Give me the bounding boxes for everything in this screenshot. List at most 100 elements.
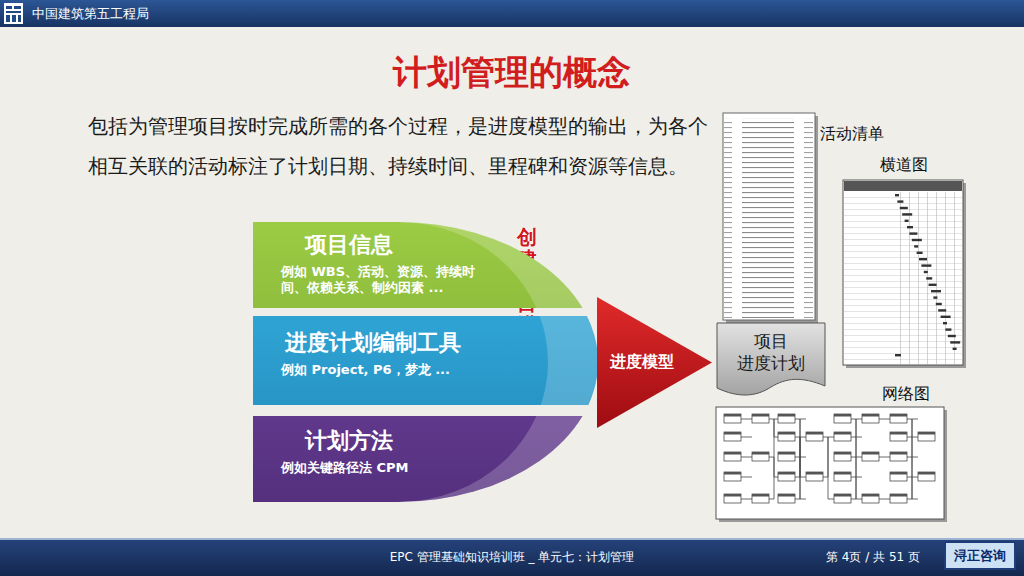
gantt-bar [945, 328, 951, 330]
network-box [890, 452, 907, 461]
network-box [724, 472, 741, 481]
network-box [806, 472, 823, 481]
info-band: 项目信息例如 WBS、活动、资源、持续时间、依赖关系、制约因素 ... [253, 222, 600, 308]
tool-band: 进度计划编制工具例如 Project, P6，梦龙 ... [253, 316, 600, 405]
gantt-bar [921, 264, 931, 266]
network-box-head [778, 494, 795, 497]
gantt-bar [895, 194, 899, 196]
network-box-head [724, 432, 741, 435]
gantt-bar [924, 271, 928, 273]
network-link [795, 419, 806, 457]
network-box [778, 432, 795, 441]
network-box [724, 432, 741, 441]
page-number: 第 4页 / 共 51 页 [826, 549, 920, 566]
network-box-head [752, 452, 769, 455]
network-box-head [778, 414, 795, 417]
gantt-bar [909, 232, 917, 234]
gantt-bar [914, 245, 918, 247]
network-link [879, 419, 890, 420]
network-link [851, 419, 862, 499]
network-box-head [918, 472, 935, 475]
network-box-head [890, 432, 907, 435]
network-box-head [724, 414, 741, 417]
network-box-head [890, 472, 907, 475]
network-box [834, 472, 851, 481]
gantt-bar [950, 341, 960, 343]
network-box-head [834, 432, 851, 435]
network-link [851, 419, 862, 437]
network-box-head [724, 494, 741, 497]
network-box-head [724, 452, 741, 455]
band-fill [253, 416, 598, 502]
gantt-bar [926, 277, 932, 279]
network-box [918, 472, 935, 481]
network-box-head [724, 472, 741, 475]
network-box [752, 414, 769, 423]
brand-text: 浔正咨询 [954, 547, 1006, 565]
gantt-bar [912, 239, 922, 241]
network-box-head [890, 414, 907, 417]
network-link [795, 457, 806, 499]
image-caption: 网络图 [882, 384, 930, 405]
image-caption: 横道图 [880, 155, 928, 176]
network-link [823, 437, 834, 477]
intro-paragraph: 包括为管理项目按时完成所需的各个过程，是进度模型的输出，为各个相互关联的活动标注… [88, 106, 720, 186]
network-link [795, 437, 806, 499]
band-fill [253, 316, 598, 405]
network-box [862, 494, 879, 503]
network-link [907, 419, 918, 437]
arrow-shape: 进度模型 [597, 297, 712, 428]
gantt-bar [897, 200, 903, 202]
footer-bar [0, 540, 1024, 576]
network-link [907, 477, 918, 499]
top-bar [0, 0, 1024, 27]
network-link [879, 457, 890, 458]
network-box-head [778, 432, 795, 435]
network-link [741, 437, 752, 438]
band-example: 例如关键路径法 CPM [281, 460, 496, 476]
band-heading: 计划方法 [305, 428, 600, 454]
band-example: 例如 WBS、活动、资源、持续时间、依赖关系、制约因素 ... [281, 264, 496, 296]
method-band: 计划方法例如关键路径法 CPM [253, 416, 600, 502]
gantt-bar [900, 207, 908, 209]
network-link [769, 419, 778, 437]
network-link [741, 419, 752, 420]
network-box [724, 452, 741, 461]
network-box [890, 472, 907, 481]
network-box [724, 414, 741, 423]
network-box [778, 452, 795, 461]
network-box [778, 472, 795, 481]
network-box-head [752, 414, 769, 417]
network-box [778, 494, 795, 503]
gantt-bar [933, 296, 937, 298]
gantt-bar [936, 303, 942, 305]
gantt-bar [953, 348, 957, 350]
network-box-head [862, 414, 879, 417]
network-box-head [834, 494, 851, 497]
network-box [918, 432, 935, 441]
network-link [741, 477, 752, 478]
network-box-head [834, 472, 851, 475]
network-box [834, 414, 851, 423]
network-box [862, 452, 879, 461]
network-box-head [862, 494, 879, 497]
gantt-bar [907, 226, 913, 228]
network-link [907, 437, 918, 457]
network-link [851, 477, 862, 499]
network-box-head [778, 472, 795, 475]
company-name: 中国建筑第五工程局 [32, 5, 149, 22]
network-box [806, 432, 823, 441]
bar-chart-image [843, 180, 966, 368]
image-caption: 活动清单 [820, 124, 884, 145]
network-link [879, 499, 890, 500]
network-box-head [752, 494, 769, 497]
slide-title: 计划管理的概念 [0, 50, 1024, 94]
network-box-head [834, 414, 851, 417]
network-box [834, 452, 851, 461]
network-link [741, 457, 752, 458]
gantt-bar [943, 322, 947, 324]
brand-button: 浔正咨询 [944, 541, 1016, 570]
network-box [778, 414, 795, 423]
gantt-bar [902, 213, 912, 215]
